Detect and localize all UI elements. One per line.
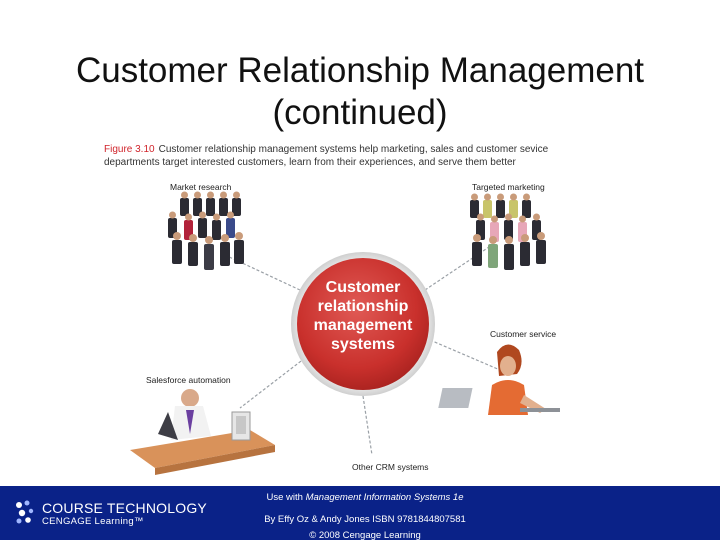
node-market-research: Market research — [170, 182, 231, 192]
market-research-crowd-icon — [168, 192, 244, 271]
connector-customer-service — [430, 340, 500, 370]
node-targeted-marketing: Targeted marketing — [472, 182, 545, 192]
logo-line-1: COURSE TECHNOLOGY — [42, 500, 207, 516]
connector-other-crm — [363, 396, 372, 455]
hub-label-line-2: relationship — [293, 297, 433, 316]
targeted-marketing-crowd-icon — [470, 194, 546, 271]
logo-mark-icon — [14, 499, 38, 527]
copyright: © 2008 Cengage Learning — [220, 528, 510, 544]
book-title: Management Information Systems 1e — [306, 492, 464, 503]
crm-diagram — [0, 0, 720, 486]
authors-isbn: By Effy Oz & Andy Jones ISBN 97818448075… — [220, 512, 510, 528]
footer-credits: Use with Management Information Systems … — [220, 490, 510, 544]
course-technology-logo: COURSE TECHNOLOGY CENGAGE Learning™ — [14, 499, 214, 529]
node-customer-service: Customer service — [490, 329, 556, 339]
logo-line-2: CENGAGE Learning™ — [42, 516, 144, 527]
connector-salesforce — [240, 358, 305, 408]
hub-label-line-3: management — [293, 316, 433, 335]
hub-label-line-1: Customer — [293, 278, 433, 297]
node-other-crm: Other CRM systems — [352, 462, 429, 472]
salesforce-worker-icon — [130, 389, 275, 475]
use-with-prefix: Use with — [267, 492, 306, 503]
hub-label-line-4: systems — [293, 335, 433, 354]
node-salesforce-automation: Salesforce automation — [146, 375, 231, 385]
hub-label: Customer relationship management systems — [293, 278, 433, 354]
footer-bar: COURSE TECHNOLOGY CENGAGE Learning™ Use … — [0, 486, 720, 540]
customer-service-agent-icon — [438, 344, 560, 415]
